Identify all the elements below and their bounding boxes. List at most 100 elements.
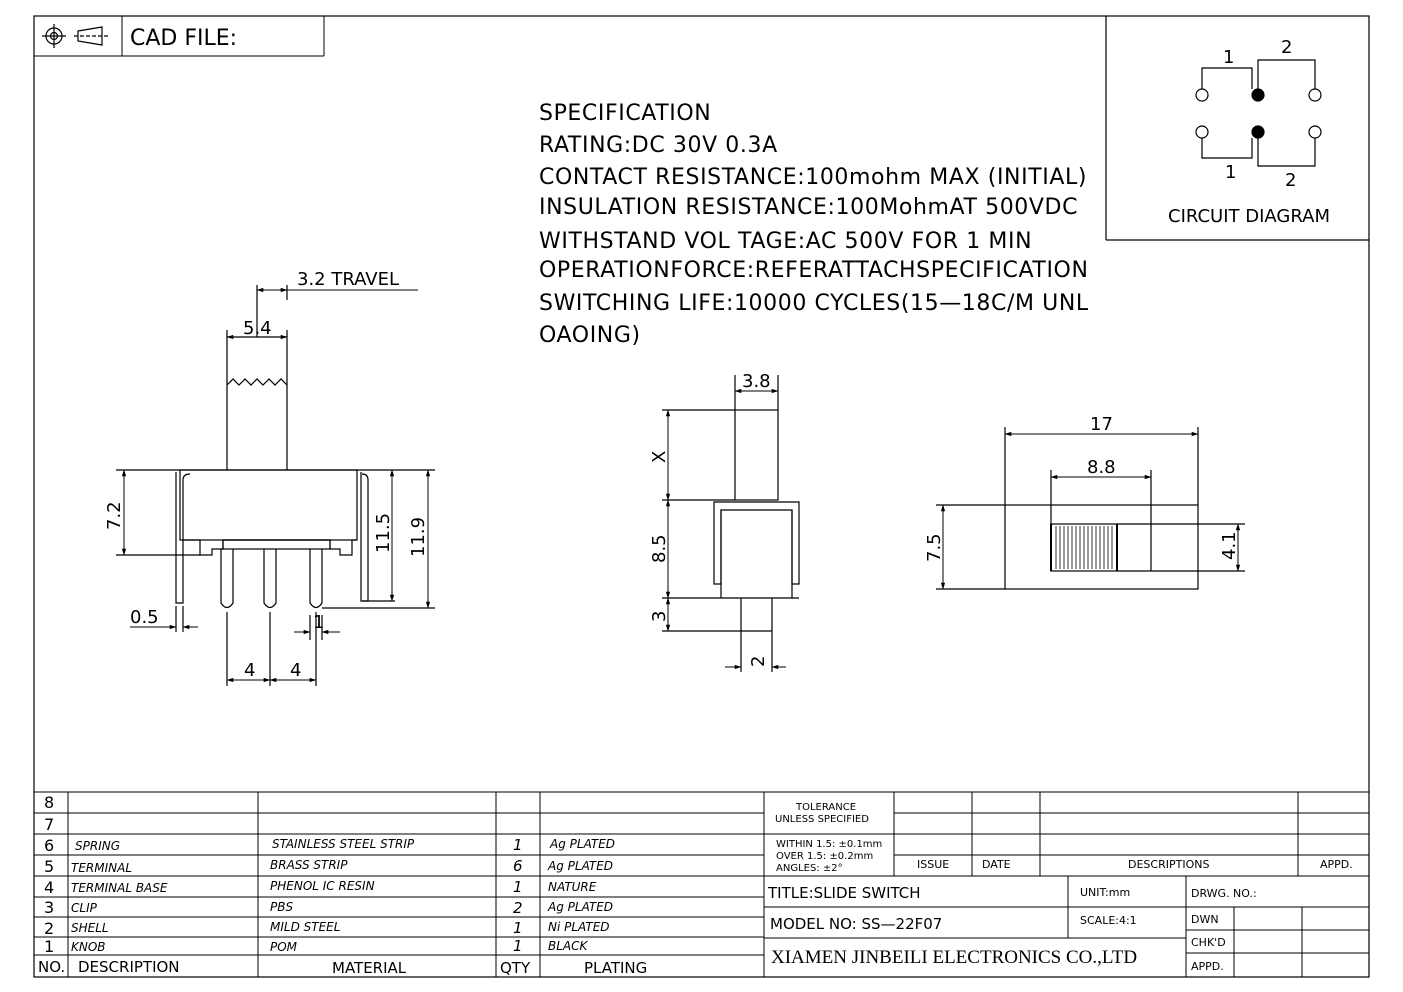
bom-no: 6	[44, 836, 54, 855]
title-drwg: DRWG. NO.:	[1191, 887, 1257, 900]
tol-label-2: UNLESS SPECIFIED	[775, 814, 869, 825]
front-view	[116, 285, 435, 686]
front-view-dims	[121, 287, 431, 683]
bom-no: 4	[44, 878, 54, 897]
bom-qty: 1	[513, 919, 523, 937]
title-chkd: CHK'D	[1191, 936, 1226, 949]
title-unit: UNIT:mm	[1080, 886, 1130, 899]
title-block	[764, 792, 1369, 977]
bom-qty: 1	[513, 937, 523, 955]
dim-pin-width: 1	[313, 612, 324, 633]
bom-head-no: NO.	[38, 958, 65, 976]
projection-symbol-icon	[42, 24, 108, 48]
circuit-pin-bot-2: 2	[1285, 170, 1296, 191]
bom-no: 7	[44, 815, 54, 834]
bom-material: PHENOL IC RESIN	[270, 879, 375, 893]
spec-line-2: CONTACT RESISTANCE:100mohm MAX (INITIAL)	[539, 165, 1087, 190]
dim-side-pin-length: 3	[649, 611, 670, 622]
dim-knob-width: 5.4	[243, 318, 272, 339]
spec-line-7: OAOING)	[539, 323, 641, 348]
bom-head-material: MATERIAL	[332, 959, 407, 977]
dim-top-width: 7.5	[924, 533, 945, 562]
dim-pitch-a: 4	[244, 660, 255, 681]
bom-plating: Ag PLATED	[547, 859, 613, 873]
bom-desc: SPRING	[75, 839, 120, 853]
bom-plating: Ni PLATED	[548, 920, 610, 934]
dim-travel: 3.2 TRAVEL	[297, 269, 399, 290]
dim-top-slot-length: 8.8	[1087, 457, 1116, 478]
title-appd-head: APPD.	[1320, 858, 1353, 871]
bom-qty: 1	[513, 878, 523, 896]
bom-no: 2	[44, 919, 54, 938]
circuit-pin-bot-1: 1	[1225, 162, 1236, 183]
bom-desc: TERMINAL BASE	[71, 881, 168, 895]
bom-plating: Ag PLATED	[547, 900, 613, 914]
tol-within: WITHIN 1.5: ±0.1mm	[776, 839, 882, 850]
title-appd: APPD.	[1191, 960, 1224, 973]
dim-height-11-9: 11.9	[408, 517, 429, 557]
dim-side-knob-height: X	[649, 451, 670, 463]
circuit-pin-top-2: 2	[1281, 37, 1292, 58]
bom-qty: 6	[513, 857, 523, 875]
spec-line-6: SWITCHING LIFE:10000 CYCLES(15—18C/M UNL	[539, 291, 1089, 316]
top-view-dims	[940, 431, 1241, 590]
dim-pin-thickness: 0.5	[130, 607, 159, 628]
dim-side-body-height: 8.5	[649, 534, 670, 563]
dim-top-knob-width: 4.1	[1219, 531, 1240, 560]
bom-plating: BLACK	[548, 939, 589, 953]
bom-desc: CLIP	[71, 901, 98, 915]
top-view	[936, 427, 1245, 590]
title-text: TITLE:SLIDE SWITCH	[767, 884, 921, 902]
bom-material: STAINLESS STEEL STRIP	[272, 837, 415, 851]
bom-table	[34, 791, 1369, 977]
spec-line-4: WITHSTAND VOL TAGE:AC 500V FOR 1 MIN	[539, 229, 1032, 254]
model-number: MODEL NO: SS—22F07	[770, 915, 942, 933]
title-date: DATE	[982, 858, 1011, 871]
bom-head-desc: DESCRIPTION	[78, 958, 180, 976]
specification-block: SPECIFICATION RATING:DC 30V 0.3A CONTACT…	[539, 101, 1089, 348]
bom-desc: TERMINAL	[71, 861, 132, 875]
dim-side-knob-width: 3.8	[742, 371, 771, 392]
dim-height-7-2: 7.2	[104, 501, 125, 530]
bom-plating: NATURE	[548, 880, 597, 894]
tol-label-1: TOLERANCE	[795, 802, 856, 813]
bom-desc: KNOB	[71, 940, 106, 954]
dim-height-11-5: 11.5	[373, 513, 394, 553]
bom-no: 3	[44, 898, 54, 917]
bom-head-plating: PLATING	[584, 959, 647, 977]
sheet-border	[33, 15, 1370, 978]
company-name: XIAMEN JINBEILI ELECTRONICS CO.,LTD	[771, 947, 1137, 968]
tol-over: OVER 1.5: ±0.2mm	[776, 851, 873, 862]
bom-plating: Ag PLATED	[549, 837, 615, 851]
spec-line-3: INSULATION RESISTANCE:100MohmAT 500VDC	[539, 195, 1078, 220]
circuit-label: CIRCUIT DIAGRAM	[1168, 206, 1330, 227]
bom-material: POM	[270, 940, 298, 954]
bom-no: 5	[44, 857, 54, 876]
bom-material: MILD STEEL	[270, 920, 340, 934]
bom-qty: 1	[513, 836, 523, 854]
tol-angles: ANGLES: ±2°	[776, 863, 843, 874]
title-issue: ISSUE	[917, 858, 949, 871]
dim-pitch-b: 4	[290, 660, 301, 681]
bom-head-qty: QTY	[500, 959, 531, 977]
dim-side-pin-width: 2	[748, 656, 769, 667]
header-box: CAD FILE:	[34, 16, 325, 57]
spec-line-0: SPECIFICATION	[539, 101, 711, 126]
title-descriptions: DESCRIPTIONS	[1128, 858, 1209, 871]
cad-file-label: CAD FILE:	[130, 26, 237, 51]
bom-rows: 8 7 6 5 4 3 2 1 SPRING TERMINAL TERMINAL…	[38, 793, 647, 977]
side-view	[662, 375, 800, 672]
bom-desc: SHELL	[71, 921, 109, 935]
bom-no: 1	[44, 937, 54, 956]
title-scale: SCALE:4:1	[1080, 914, 1137, 927]
bom-no: 8	[44, 793, 54, 812]
title-dwn: DWN	[1191, 913, 1219, 926]
spec-line-1: RATING:DC 30V 0.3A	[539, 133, 778, 158]
bom-material: PBS	[270, 900, 293, 914]
dim-top-length: 17	[1090, 414, 1113, 435]
side-view-dims	[665, 388, 786, 670]
bom-qty: 2	[513, 899, 523, 917]
circuit-diagram	[1105, 16, 1369, 241]
spec-line-5: OPERATIONFORCE:REFERATTACHSPECIFICATION	[539, 258, 1089, 283]
